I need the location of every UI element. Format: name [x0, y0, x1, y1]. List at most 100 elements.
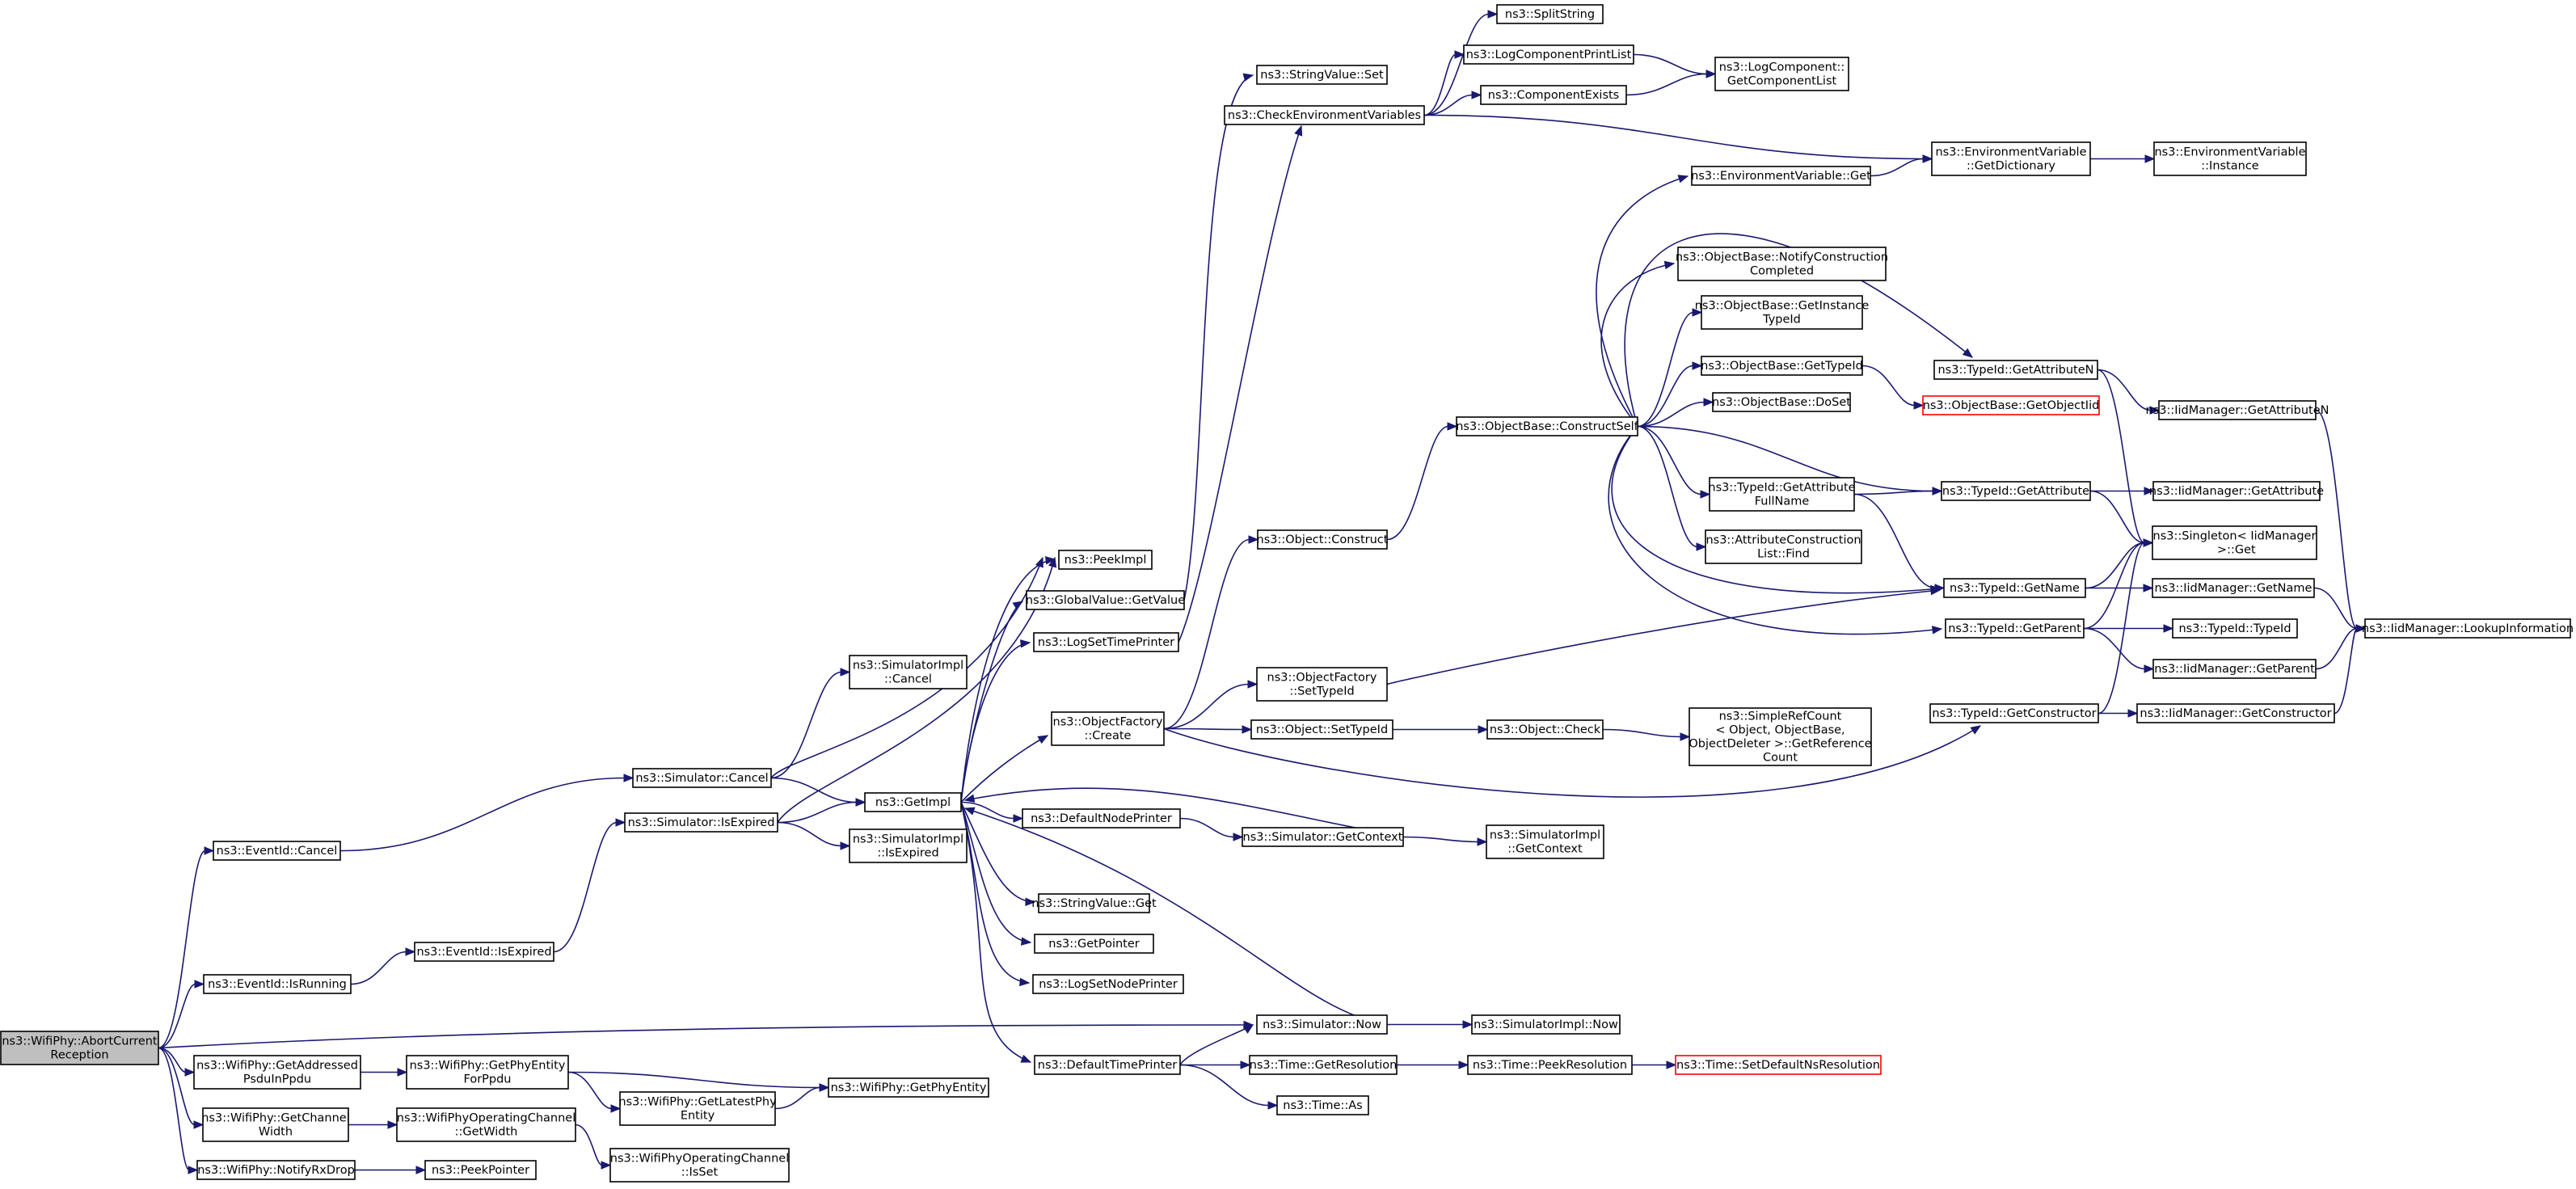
function-node[interactable]: ns3::SimulatorImpl::Cancel	[849, 655, 968, 689]
function-node[interactable]: ns3::LogSetNodePrinter	[1032, 974, 1184, 994]
node-box	[1032, 974, 1184, 994]
function-node[interactable]: ns3::PeekPointer	[424, 1160, 537, 1180]
function-node[interactable]: ns3::Simulator::GetContext	[1242, 827, 1404, 847]
function-node[interactable]: ns3::GetImpl	[864, 792, 962, 812]
node-box	[1034, 934, 1154, 954]
function-node[interactable]: ns3::ComponentExists	[1480, 85, 1627, 105]
node-label: ns3::TypeId::GetAttribute	[1708, 482, 1855, 495]
function-node[interactable]: ns3::EventId::Cancel	[213, 841, 341, 861]
function-node[interactable]: ns3::ObjectBase::GetObjectIid	[1922, 395, 2100, 415]
function-node[interactable]: ns3::LogSetTimePrinter	[1033, 632, 1179, 652]
function-node[interactable]: ns3::SplitString	[1496, 4, 1604, 24]
node-label: ns3::TypeId::TypeId	[2178, 622, 2291, 635]
function-node[interactable]: ns3::SimulatorImpl::GetContext	[1486, 824, 1604, 859]
function-node[interactable]: ns3::WifiPhy::GetPhyEntity	[828, 1077, 989, 1098]
function-node[interactable]: ns3::Simulator::IsExpired	[624, 812, 778, 833]
function-node[interactable]: ns3::SimulatorImpl::IsExpired	[849, 829, 968, 863]
function-node[interactable]: ns3::ObjectBase::DoSet	[1712, 392, 1851, 412]
function-node[interactable]: ns3::Object::Construct	[1257, 529, 1389, 550]
node-label: ns3::TypeId::GetConstructor	[1932, 707, 2096, 720]
function-node[interactable]: ns3::TypeId::TypeId	[2172, 618, 2298, 639]
function-node[interactable]: ns3::LogComponent::GetComponentList	[1714, 57, 1849, 91]
node-box	[2158, 400, 2317, 420]
function-node[interactable]: ns3::Time::As	[1276, 1095, 1369, 1115]
function-node[interactable]: ns3::IidManager::GetConstructor	[2136, 703, 2335, 723]
node-box	[1486, 824, 1604, 859]
edge-n60-to-n17	[777, 556, 1057, 823]
function-node[interactable]: ns3::GetPointer	[1034, 934, 1154, 954]
edge-n42-to-n43	[2085, 584, 2154, 592]
function-node[interactable]: ns3::SimulatorImpl::Now	[1471, 1014, 1621, 1035]
function-node[interactable]: ns3::IidManager::GetName	[2152, 578, 2315, 598]
node-box	[0, 1031, 159, 1065]
function-node[interactable]: ns3::Simulator::Cancel	[632, 768, 772, 788]
function-node[interactable]: ns3::Time::GetResolution	[1249, 1055, 1398, 1075]
function-node[interactable]: ns3::Time::PeekResolution	[1467, 1055, 1633, 1075]
function-node[interactable]: ns3::Object::SetTypeId	[1250, 719, 1393, 740]
node-box	[1496, 4, 1604, 24]
node-label: ns3::TypeId::GetAttribute	[1942, 485, 2089, 498]
node-label: ForPpdu	[464, 1073, 512, 1086]
function-node[interactable]: ns3::TypeId::GetName	[1943, 578, 2086, 598]
node-box	[849, 829, 968, 863]
function-node[interactable]: ns3::ObjectBase::ConstructSelf	[1456, 416, 1639, 436]
function-node[interactable]: ns3::WifiPhy::NotifyRxDrop	[196, 1160, 356, 1180]
function-node[interactable]: ns3::IidManager::GetAttributeN	[2145, 400, 2329, 420]
function-node[interactable]: ns3::EventId::IsRunning	[203, 974, 352, 994]
function-node[interactable]: ns3::IidManager::LookupInformation	[2362, 618, 2574, 639]
function-node[interactable]: ns3::CheckEnvironmentVariables	[1224, 105, 1425, 125]
function-node[interactable]: ns3::SimpleRefCount< Object, ObjectBase,…	[1689, 707, 1872, 766]
function-node[interactable]: ns3::TypeId::GetAttribute	[1941, 481, 2091, 501]
node-label: FullName	[1755, 495, 1810, 508]
node-label: ns3::SimulatorImpl	[853, 660, 963, 673]
node-label: ns3::LogComponent::	[1719, 61, 1845, 74]
node-label: ::GetDictionary	[1967, 160, 2055, 173]
function-node[interactable]: ns3::ObjectFactory::SetTypeId	[1256, 667, 1388, 702]
function-node[interactable]: ns3::ObjectBase::NotifyConstructionCompl…	[1676, 247, 1888, 281]
edge-n38-to-n39	[2090, 487, 2155, 495]
edge-n21-to-n26	[1423, 50, 1465, 116]
function-node[interactable]: ns3::TypeId::GetConstructor	[1929, 703, 2099, 723]
function-node[interactable]: ns3::EnvironmentVariable::Get	[1691, 166, 1871, 186]
function-node[interactable]: ns3::DefaultTimePrinter	[1034, 1055, 1181, 1075]
function-node[interactable]: ns3::IidManager::GetAttribute	[2149, 481, 2324, 501]
function-node[interactable]: ns3::EventId::IsExpired	[414, 942, 554, 962]
node-label: ::Create	[1085, 730, 1132, 743]
function-node[interactable]: ns3::StringValue::Set	[1256, 65, 1388, 85]
function-node[interactable]: ns3::PeekImpl	[1058, 550, 1153, 570]
function-node[interactable]: ns3::StringValue::Get	[1031, 893, 1157, 913]
function-node[interactable]: ns3::GlobalValue::GetValue	[1026, 590, 1185, 610]
edge-n28-to-n53	[1163, 725, 1982, 798]
function-node[interactable]: ns3::Singleton< IidManager >::Get	[2152, 525, 2317, 560]
function-node[interactable]: ns3::TypeId::GetAttributeN	[1933, 360, 2098, 380]
node-label: ns3::EventId::Cancel	[217, 845, 338, 858]
function-node[interactable]: ns3::TypeId::GetParent	[1945, 618, 2085, 639]
function-node[interactable]: ns3::Time::SetDefaultNsResolution	[1675, 1055, 1882, 1075]
node-box	[202, 1107, 349, 1142]
function-node[interactable]: ns3::Object::Check	[1486, 719, 1604, 740]
edge-n28-to-n55	[1163, 680, 1258, 730]
edge-n30-to-n47	[1608, 425, 1943, 635]
function-node[interactable]: ns3::EnvironmentVariable::GetDictionary	[1931, 141, 2091, 176]
function-node[interactable]: ns3::EnvironmentVariable::Instance	[2153, 141, 2307, 176]
function-node[interactable]: ns3::ObjectBase::GetTypeId	[1701, 356, 1863, 376]
function-node[interactable]: ns3::WifiPhyOperatingChannel::GetWidth	[396, 1107, 576, 1142]
function-node[interactable]: ns3::WifiPhyOperatingChannel::IsSet	[609, 1148, 790, 1183]
function-node[interactable]: ns3::DefaultNodePrinter	[1022, 808, 1181, 829]
node-label: ns3::Object::Check	[1490, 723, 1601, 736]
function-node[interactable]: ns3::ObjectFactory::Create	[1051, 711, 1165, 746]
node-label: ns3::Object::SetTypeId	[1256, 723, 1388, 736]
node-label: Count	[1763, 752, 1798, 765]
function-node[interactable]: ns3::IidManager::GetParent	[2152, 659, 2317, 679]
node-label: ns3::EnvironmentVariable	[1935, 146, 2086, 159]
function-node[interactable]: ns3::LogComponentPrintList	[1463, 44, 1634, 65]
function-node[interactable]: ns3::Simulator::Now	[1256, 1014, 1388, 1035]
